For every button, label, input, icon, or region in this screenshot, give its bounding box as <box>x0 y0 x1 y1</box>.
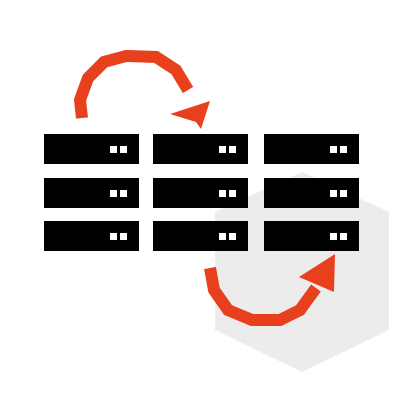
status-light <box>219 146 226 153</box>
status-light <box>340 190 347 197</box>
status-light <box>330 146 337 153</box>
status-light <box>110 146 117 153</box>
status-light <box>110 190 117 197</box>
server-unit-icon <box>44 134 139 164</box>
server-unit-icon <box>153 178 248 208</box>
arrow-top-shaft <box>73 49 194 119</box>
status-light <box>340 146 347 153</box>
arrow-bottom-shaft <box>204 266 321 326</box>
status-light <box>330 233 337 240</box>
status-light <box>120 190 127 197</box>
status-light <box>340 233 347 240</box>
server-unit-icon <box>264 134 359 164</box>
server-unit-icon <box>264 178 359 208</box>
status-light <box>120 233 127 240</box>
status-light <box>219 190 226 197</box>
status-light <box>229 190 236 197</box>
status-light <box>219 233 226 240</box>
arrow-top-head <box>170 101 210 129</box>
status-light <box>330 190 337 197</box>
arrow-bottom-head <box>299 254 335 292</box>
status-light <box>120 146 127 153</box>
arrow-bottom-icon <box>204 254 335 326</box>
server-unit-icon <box>264 221 359 251</box>
arrow-top-icon <box>73 49 210 129</box>
server-unit-icon <box>153 134 248 164</box>
server-unit-icon <box>44 221 139 251</box>
status-light <box>229 146 236 153</box>
server-unit-icon <box>44 178 139 208</box>
server-grid <box>44 134 359 251</box>
server-unit-icon <box>153 221 248 251</box>
status-light <box>229 233 236 240</box>
status-light <box>110 233 117 240</box>
